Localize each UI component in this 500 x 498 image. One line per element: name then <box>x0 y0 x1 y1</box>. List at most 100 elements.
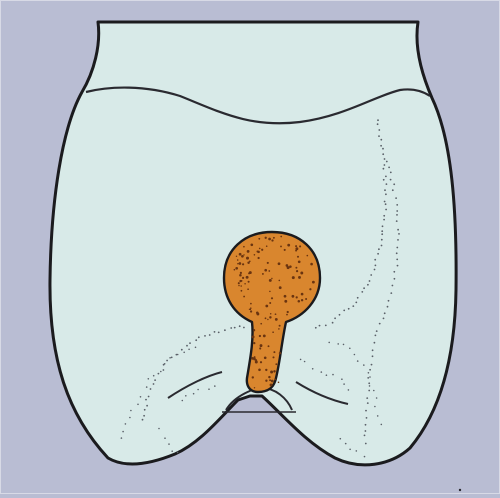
stipple-dot <box>396 214 398 216</box>
lesion-dot <box>235 267 238 270</box>
lesion-dot <box>252 376 254 378</box>
lesion-dot <box>234 269 236 271</box>
lesion-dot <box>298 300 301 303</box>
stipple-dot <box>198 336 200 338</box>
lesion-dot <box>271 297 273 299</box>
stipple-dot <box>381 424 383 426</box>
stipple-dot <box>144 409 146 411</box>
lesion-dot <box>265 305 268 308</box>
lesion-dot <box>269 291 271 293</box>
stipple-dot <box>321 371 323 373</box>
stipple-dot <box>209 334 211 336</box>
stipple-dot <box>383 219 385 221</box>
stipple-dot <box>218 332 220 334</box>
stipple-dot <box>380 145 382 147</box>
stipple-dot <box>129 417 131 419</box>
lesion-dot <box>269 302 271 304</box>
stipple-dot <box>363 364 365 366</box>
lesion-dot <box>275 313 277 315</box>
stipple-dot <box>396 247 398 249</box>
stipple-dot <box>146 405 148 407</box>
corner-mark <box>459 489 461 491</box>
lesion-dot <box>268 238 271 241</box>
stipple-dot <box>384 189 386 191</box>
stipple-dot <box>185 395 187 397</box>
lesion-dot <box>243 254 244 255</box>
stipple-dot <box>325 325 327 327</box>
stipple-dot <box>343 310 345 312</box>
stipple-dot <box>361 291 363 293</box>
lesion-dot <box>250 307 252 309</box>
lesion-dot <box>268 376 270 378</box>
lesion-dot <box>265 380 267 382</box>
stipple-dot <box>332 322 334 324</box>
stipple-dot <box>193 393 195 395</box>
stipple-dot <box>348 389 350 391</box>
lesion-dot <box>284 300 287 303</box>
stipple-dot <box>356 450 358 452</box>
stipple-dot <box>143 415 145 417</box>
stipple-dot <box>382 148 384 150</box>
stipple-dot <box>224 329 226 331</box>
lesion-dot <box>270 383 273 386</box>
stipple-dot <box>163 369 165 371</box>
stipple-dot <box>395 197 397 199</box>
stipple-dot <box>393 271 395 273</box>
lesion-dot <box>260 344 263 347</box>
stipple-dot <box>153 383 155 385</box>
stipple-dot <box>164 437 166 439</box>
stipple-dot <box>186 345 188 347</box>
stipple-dot <box>396 259 398 261</box>
stipple-dot <box>365 410 367 412</box>
lesion-dot <box>271 380 274 383</box>
lesion-dot <box>267 262 269 264</box>
stipple-dot <box>384 312 386 314</box>
lesion-dot <box>296 296 298 298</box>
stipple-dot <box>328 342 330 344</box>
stipple-dot <box>385 176 387 178</box>
stipple-dot <box>384 201 386 203</box>
lesion-dot <box>254 254 256 256</box>
stipple-dot <box>393 183 395 185</box>
lesion-dot <box>250 243 253 246</box>
lesion-dot <box>258 369 261 372</box>
stipple-dot <box>164 363 166 365</box>
lesion-dot <box>239 262 242 265</box>
stipple-dot <box>385 203 387 205</box>
stipple-dot <box>384 158 386 160</box>
stipple-dot <box>158 428 160 430</box>
lesion-dot <box>287 244 290 247</box>
stipple-dot <box>374 269 376 271</box>
lesion-dot <box>241 280 243 282</box>
lesion-dot <box>248 272 250 274</box>
stipple-dot <box>334 317 336 319</box>
stipple-dot <box>377 415 379 417</box>
lesion-dot <box>265 317 267 319</box>
stipple-dot <box>396 220 398 222</box>
stipple-dot <box>345 443 347 445</box>
lesion-dot <box>263 335 266 338</box>
lesion-dot <box>278 328 280 330</box>
stipple-dot <box>397 229 399 231</box>
lesion-dot <box>257 257 259 259</box>
stipple-dot <box>142 419 144 421</box>
lesion-dot <box>265 237 267 239</box>
stipple-dot <box>130 410 132 412</box>
stipple-dot <box>183 352 185 354</box>
stipple-dot <box>371 364 373 366</box>
lesion-dot <box>264 356 267 359</box>
lesion-dot <box>238 285 240 287</box>
stipple-dot <box>339 314 341 316</box>
stipple-dot <box>369 280 371 282</box>
lesion-dot <box>297 256 299 258</box>
stipple-dot <box>390 292 392 294</box>
lesion-dot <box>250 310 252 312</box>
lesion-dot <box>248 281 250 283</box>
lesion-dot <box>292 276 295 279</box>
stipple-dot <box>315 327 317 329</box>
stipple-dot <box>214 385 216 387</box>
stipple-dot <box>304 361 306 363</box>
lesion-dot <box>292 295 295 298</box>
lesion-dot <box>270 371 273 374</box>
